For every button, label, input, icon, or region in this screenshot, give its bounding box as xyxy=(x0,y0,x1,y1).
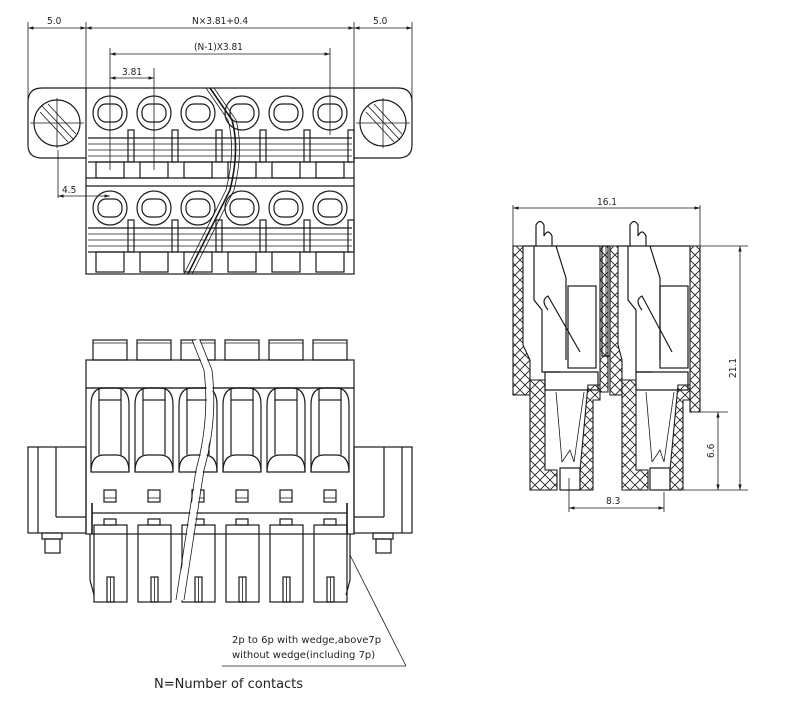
wire-entry-slot xyxy=(141,198,167,218)
push-lever xyxy=(134,387,174,473)
side-section-view: 16.1 21 xyxy=(512,197,748,512)
latch-tab xyxy=(271,161,301,179)
wire-entry-slot xyxy=(229,103,255,123)
test-port xyxy=(103,489,117,503)
dim-right-flange: 5.0 xyxy=(373,16,388,27)
push-lever xyxy=(222,387,262,473)
wedge-note-line2: without wedge(including 7p) xyxy=(232,650,375,661)
divider-rib xyxy=(347,129,355,163)
dim-pitch: 3.81 xyxy=(122,67,142,78)
divider-rib xyxy=(347,219,355,253)
wire-entry-slot xyxy=(317,103,343,123)
latch-tab xyxy=(183,251,213,273)
wire-entry-slot xyxy=(273,198,299,218)
push-lever xyxy=(266,387,306,473)
dim-pin-height: 6.6 xyxy=(706,443,717,458)
screw-stub-left xyxy=(41,532,63,554)
divider-rib xyxy=(303,219,311,253)
wire-entry-slot xyxy=(229,198,255,218)
screw-icon-left xyxy=(30,98,84,148)
wire-entry-hole xyxy=(92,190,128,226)
wire-entry-hole xyxy=(92,95,128,131)
wire-entry-slot xyxy=(97,198,123,218)
divider-rib xyxy=(127,219,135,253)
latch-tab xyxy=(227,161,257,179)
wire-entry-hole xyxy=(312,95,348,131)
wire-entry-hole xyxy=(268,95,304,131)
divider-rib xyxy=(259,129,267,163)
latch-tab xyxy=(315,161,345,179)
dim-left-flange: 5.0 xyxy=(47,16,62,27)
dim-pitch-span: (N-1)X3.81 xyxy=(194,42,243,53)
divider-rib xyxy=(259,219,267,253)
divider-rib xyxy=(303,129,311,163)
dim-width: 16.1 xyxy=(597,197,617,208)
wire-entry-slot xyxy=(317,198,343,218)
wedge-note-line1: 2p to 6p with wedge,above7p xyxy=(232,635,381,646)
latch-tab xyxy=(271,251,301,273)
wire-entry-slot xyxy=(97,103,123,123)
latch-tab xyxy=(95,251,125,273)
wire-entry-slot xyxy=(185,103,211,123)
push-lever xyxy=(310,387,350,473)
test-port xyxy=(147,489,161,503)
test-port xyxy=(323,489,337,503)
wire-entry-hole xyxy=(268,190,304,226)
n-definition: N=Number of contacts xyxy=(154,677,303,692)
push-lever xyxy=(90,387,130,473)
wire-entry-hole xyxy=(312,190,348,226)
wire-entry-slot xyxy=(273,103,299,123)
wire-entry-hole xyxy=(180,190,216,226)
wire-entry-hole xyxy=(180,95,216,131)
divider-rib xyxy=(215,129,223,163)
divider-rib xyxy=(171,219,179,253)
test-port xyxy=(279,489,293,503)
latch-tab xyxy=(183,161,213,179)
latch-tab xyxy=(315,251,345,273)
dim-overall-body: N×3.81+0.4 xyxy=(192,16,248,27)
wire-entry-hole xyxy=(224,95,260,131)
latch-tab xyxy=(227,251,257,273)
latch-tab xyxy=(139,251,169,273)
dim-row-offset: 4.5 xyxy=(62,185,76,196)
dim-height: 21.1 xyxy=(728,358,739,378)
wire-entry-hole xyxy=(136,190,172,226)
front-view: 2p to 6p with wedge,above7p without wedg… xyxy=(27,338,413,667)
wire-entry-slot xyxy=(141,103,167,123)
divider-rib xyxy=(171,129,179,163)
test-port xyxy=(235,489,249,503)
wire-entry-slot xyxy=(185,198,211,218)
screw-icon-right xyxy=(356,98,410,148)
wire-entry-hole xyxy=(136,95,172,131)
screw-stub-right xyxy=(372,532,394,554)
dim-row-spacing: 8.3 xyxy=(606,496,620,507)
top-view: 5.0 N×3.81+0.4 5.0 (N-1)X3.81 3.81 xyxy=(27,16,413,275)
divider-rib xyxy=(127,129,135,163)
